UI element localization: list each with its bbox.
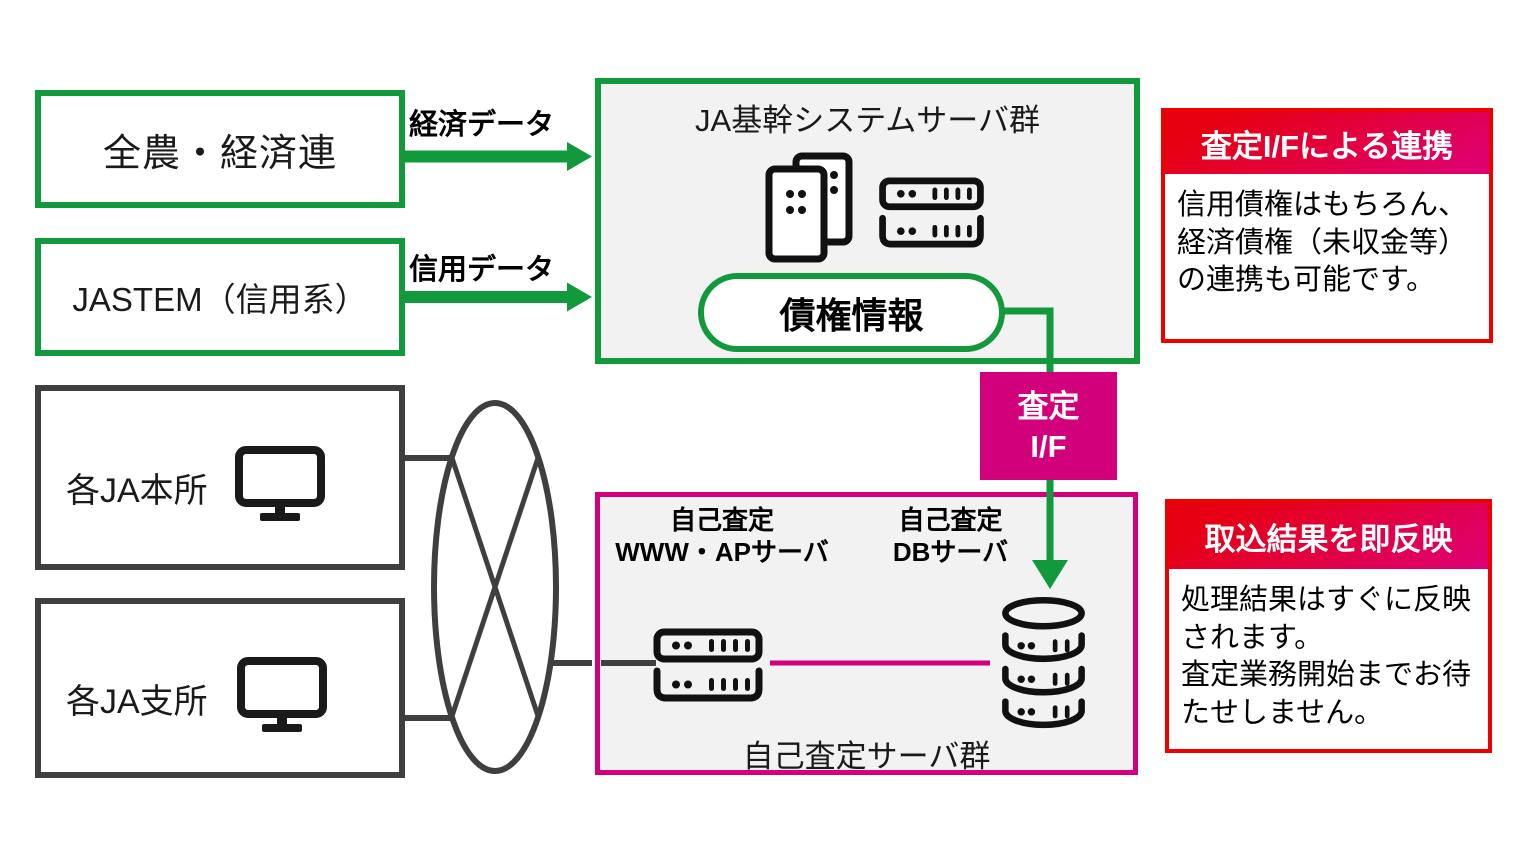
credit-data-label: 信用データ (409, 254, 555, 286)
callout-instant-reflect-body: 処理結果はすぐに反映されます。 査定業務開始までお待たせしません。 (1181, 584, 1472, 730)
network-cross-lines (449, 457, 541, 717)
box-shisho: 各JA支所 (35, 598, 405, 778)
shisho-label: 各JA支所 (66, 683, 208, 721)
assessment-title: 自己査定サーバ群 (742, 739, 991, 774)
satei-if-badge: 査定 I/F (980, 372, 1117, 480)
callout-instant-reflect-title: 取込結果を即反映 (1169, 503, 1488, 569)
rack-server-icon (879, 177, 984, 248)
monitor-icon (237, 657, 327, 732)
economic-data-label: 経済データ (409, 109, 555, 141)
honjo-label: 各JA本所 (66, 472, 208, 510)
callout-satei-if-title: 査定I/Fによる連携 (1165, 112, 1489, 174)
rack-server-icon (653, 628, 763, 702)
database-icon (1002, 596, 1085, 729)
callout-satei-if-body: 信用債権はもちろん、経済債権（未収金等）の連携も可能です。 (1177, 189, 1468, 297)
network-cloud-ellipse (431, 400, 559, 774)
callout-instant-reflect: 取込結果を即反映 処理結果はすぐに反映されます。 査定業務開始までお待たせしませ… (1165, 499, 1492, 753)
ap-server-label: 自己査定 WWW・APサーバ (615, 505, 829, 567)
pill-saiken-joho: 債権情報 (698, 273, 1005, 352)
jastem-label: JASTEM（信用系） (72, 281, 368, 318)
box-honjo: 各JA本所 (35, 385, 405, 570)
db-server-label: 自己査定 DBサーバ (892, 505, 1009, 567)
economic-arrow (405, 142, 592, 171)
core-system-title: JA基幹システムサーバ群 (695, 103, 1040, 138)
tower-server-icon (765, 152, 853, 263)
box-zennoh: 全農・経済連 (35, 90, 405, 208)
zennoh-label: 全農・経済連 (102, 132, 337, 175)
callout-satei-if: 査定I/Fによる連携 信用債権はもちろん、経済債権（未収金等）の連携も可能です。 (1161, 108, 1493, 343)
box-jastem: JASTEM（信用系） (35, 238, 405, 356)
monitor-icon (235, 446, 325, 521)
